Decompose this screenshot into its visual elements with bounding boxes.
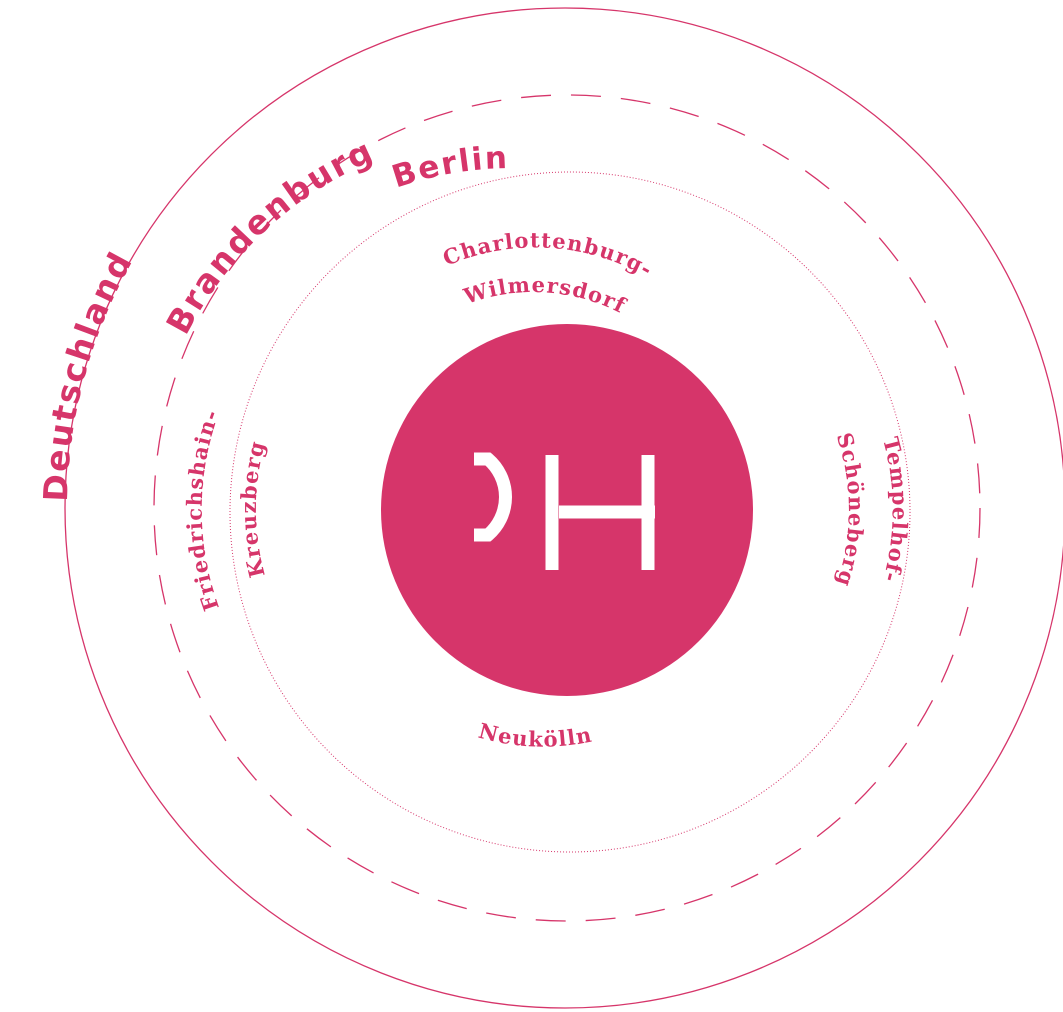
label-tempelhof-line2: Schöneberg	[832, 430, 869, 591]
dfh-logo-icon	[474, 452, 655, 570]
label-friedrichshain-line2: Kreuzberg	[236, 438, 270, 580]
outer-ring-deutschland	[64, 7, 1063, 1009]
label-deutschland: Deutschland	[36, 244, 141, 502]
label-friedrichshain-line1: Friedrichshain-	[182, 406, 224, 614]
middle-ring-brandenburg	[153, 94, 981, 922]
label-brandenburg: Brandenburg	[158, 131, 379, 341]
label-tempelhof-line1: Tempelhof-	[878, 434, 913, 585]
label-berlin: Berlin	[388, 140, 510, 195]
label-neukoelln: Neukölln	[476, 718, 594, 752]
label-charlottenburg-line2: Wilmersdorf	[460, 272, 631, 319]
